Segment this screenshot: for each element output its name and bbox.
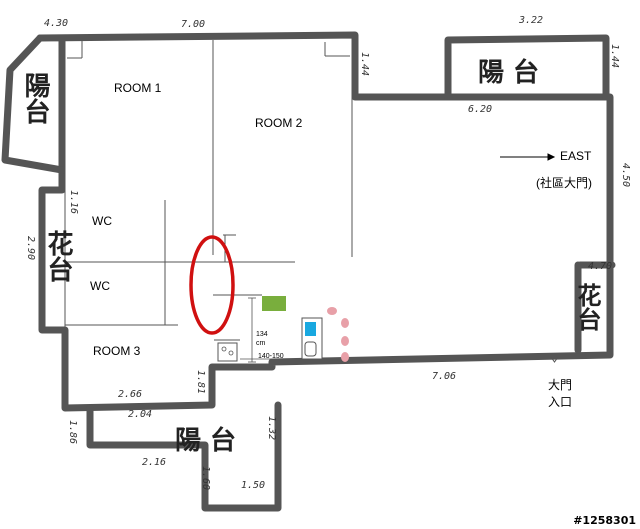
balcony-top-right: 陽 台 [478,58,540,88]
balcony-bottom: 陽 台 [175,426,237,456]
dim-left-small: 1.16 [68,190,79,215]
dim-top-left: 4.30 [44,18,69,29]
hallway-depth-value: 134 [256,331,268,338]
dim-south-wall: 7.06 [432,371,457,382]
room3-label: ROOM 3 [93,344,141,358]
room2-label: ROOM 2 [255,116,303,130]
hallway-dimensions [240,297,290,363]
planter-right: 花台 [573,283,602,331]
interior-walls [64,40,353,341]
green-fixture [262,296,286,311]
dim-lower-side: 1.60 [200,466,211,491]
dim-planter-top: 4.70 [588,261,613,272]
dim-balcony-left-side: 1.86 [67,420,78,445]
blue-fixture [305,322,316,336]
entrance-line2: 入口 [548,395,573,409]
dim-top-wall: 7.00 [181,19,206,30]
dim-balcony-bottom: 6.20 [468,104,493,115]
dim-lower-stub: 1.50 [241,480,266,491]
east-label: EAST [560,149,592,163]
entrance-marker [550,356,559,363]
dim-hall-depth: 1.81 [195,370,206,395]
room1-label: ROOM 1 [114,81,162,95]
dim-balcony-side: 1.44 [609,44,620,69]
chairs [327,307,349,362]
dim-left-planter: 2.90 [25,236,36,261]
hallway-width-label: 140-150 [258,353,284,360]
sink-fixture [304,341,317,357]
wc-lower-label: WC [90,279,110,293]
east-arrow [500,153,556,161]
highlight-circle [189,235,235,335]
stove-fixture [217,342,238,362]
dim-balcony-right-side: 1.32 [266,416,277,441]
dim-room3-bottom-a: 2.66 [118,389,143,400]
gate-label: (社區大門) [536,176,592,190]
planter-left: 花台 [43,230,73,282]
outer-walls [1,31,616,512]
dim-east-wall: 4.50 [620,163,631,188]
dim-right-room2: 1.44 [359,52,370,77]
entrance-line1: 大門 [548,378,573,392]
dim-balcony-bottom-line: 2.16 [142,457,167,468]
hallway-depth-unit: cm [256,340,266,347]
balcony-left: 陽台 [20,72,50,124]
dim-room3-bottom: 2.04 [128,409,153,420]
dim-balcony-top: 3.22 [519,15,544,26]
watermark: #1258301 [573,514,636,527]
wc-upper-label: WC [92,214,112,228]
